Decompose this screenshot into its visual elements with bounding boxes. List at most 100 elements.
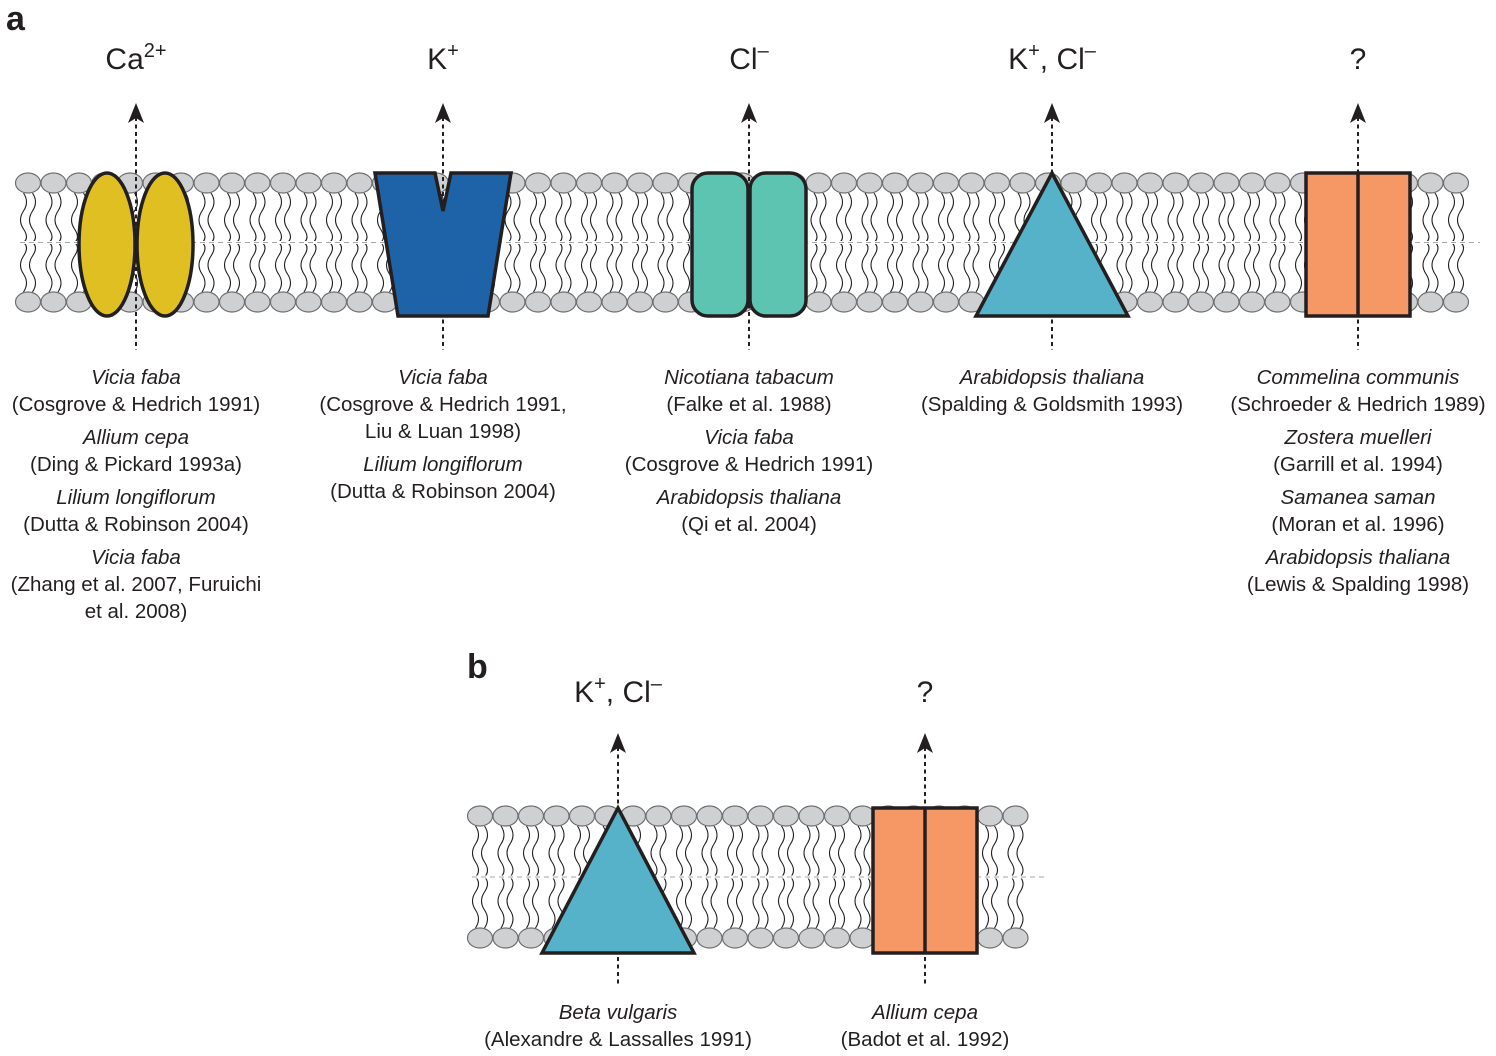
lipid-head (830, 172, 858, 194)
lipid-head (244, 172, 271, 194)
lipid-head (696, 927, 723, 949)
lipid-head (652, 172, 679, 194)
ion-label: ? (1350, 45, 1367, 75)
citation: (Spalding & Goldsmith 1993) (920, 393, 1184, 416)
lipid-head (466, 805, 494, 827)
lipid-head (517, 805, 545, 827)
lipid-head (218, 291, 246, 313)
lipid-head (932, 172, 960, 194)
lipid-head (721, 927, 749, 949)
species-name: Lilium longiflorum (56, 486, 216, 509)
lipid-head (517, 927, 545, 949)
lipid-head (1187, 291, 1215, 313)
lipid-head (1085, 172, 1113, 194)
citation: (Dutta & Robinson 2004) (330, 480, 556, 503)
lipid-head (346, 291, 373, 313)
lipid-head (295, 291, 322, 313)
ion-symbol: , Cl (605, 676, 651, 709)
ion-label: Ca2+ (105, 41, 166, 75)
ion-charge: – (757, 40, 769, 62)
species-name: Zostera muelleri (1284, 426, 1432, 449)
citation: (Cosgrove & Hedrich 1991) (11, 393, 261, 416)
lipid-head (747, 805, 774, 827)
lipid-head (1442, 291, 1470, 313)
lipid-head (550, 291, 577, 313)
lipid-head (823, 805, 851, 827)
reference-list: Vicia faba(Cosgrove & Hedrich 1991,Liu &… (319, 364, 566, 505)
channel-subunit (748, 171, 808, 318)
lipid-head (193, 291, 220, 313)
reference-list: Arabidopsis thaliana (Spalding & Goldsmit… (921, 364, 1183, 418)
lipid-head (193, 172, 220, 194)
lipid-head (320, 291, 348, 313)
panel-b-label: b (467, 648, 488, 686)
arrowhead (435, 103, 451, 123)
lipid-head (601, 291, 628, 313)
lipid-head (601, 172, 628, 194)
citation: (Garrill et al. 1994) (1273, 453, 1443, 476)
ion-symbol: ? (916, 676, 934, 709)
ion-symbol: K (1008, 43, 1029, 76)
lipid-head (976, 805, 1004, 827)
lipid-head (1002, 805, 1029, 827)
lipid-head (524, 291, 552, 313)
lipid-head (856, 172, 883, 194)
lipid-head (805, 172, 832, 194)
lipid-head (798, 927, 825, 949)
ion-charge: + (594, 673, 606, 695)
lipid-head (1264, 291, 1291, 313)
lipid-head (346, 172, 373, 194)
lipid-head (976, 927, 1004, 949)
reference-list: Nicotiana tabacum(Falke et al. 1988)Vici… (625, 364, 873, 538)
lipid-head (244, 291, 271, 313)
lipid-head (492, 805, 519, 827)
lipid-head (320, 172, 348, 194)
citation: (Cosgrove & Hedrich 1991) (624, 453, 874, 476)
species-name: Commelina communis (1256, 366, 1460, 389)
lipid-head (645, 805, 672, 827)
lipid-head (1060, 172, 1087, 194)
citation: (Falke et al. 1988) (666, 393, 832, 416)
lipid-head (1417, 291, 1444, 313)
lipid-head (772, 805, 800, 827)
panel-a-label: a (6, 0, 25, 38)
lipid-head (626, 291, 654, 313)
ion-charge: 2+ (143, 40, 167, 62)
lipid-head (1162, 172, 1189, 194)
citation: (Alexandre & Lassalles 1991) (484, 1028, 752, 1051)
lipid-head (14, 291, 42, 313)
species-name: Arabidopsis thaliana (959, 366, 1145, 389)
reference-list: Allium cepa(Badot et al. 1992) (841, 999, 1010, 1053)
species-name: Vicia faba (91, 546, 181, 569)
ion-symbol: K (574, 676, 595, 709)
lipid-head (1238, 172, 1266, 194)
ion-charge: + (447, 40, 459, 62)
channel-split-rect (871, 806, 979, 955)
species-name: Allium cepa (83, 426, 189, 449)
ion-symbol: Cl (729, 43, 758, 76)
lipid-head (983, 172, 1011, 194)
lipid-head (670, 805, 698, 827)
lipid-head (696, 805, 723, 827)
lipid-head (652, 291, 679, 313)
arrowhead (1044, 103, 1060, 123)
species-name: Nicotiana tabacum (664, 366, 834, 389)
lipid-head (1187, 172, 1215, 194)
lipid-head (805, 291, 832, 313)
lipid-head (1417, 172, 1444, 194)
channel-subunit (77, 171, 137, 318)
lipid-head (269, 291, 297, 313)
citation: (Schroeder & Hedrich 1989) (1230, 393, 1486, 416)
ion-symbol: ? (1349, 43, 1367, 76)
lipid-tails (471, 825, 1024, 929)
lipid-head (907, 172, 934, 194)
lipid-head (772, 927, 800, 949)
lipid-head (1111, 172, 1138, 194)
channel-body (973, 169, 1131, 318)
ion-charge: – (650, 673, 662, 695)
ion-label: K+, Cl– (1008, 41, 1096, 76)
channel-twin-rounded-rect (690, 171, 808, 318)
lipid-head (499, 291, 526, 313)
species-name: Arabidopsis thaliana (1265, 546, 1451, 569)
